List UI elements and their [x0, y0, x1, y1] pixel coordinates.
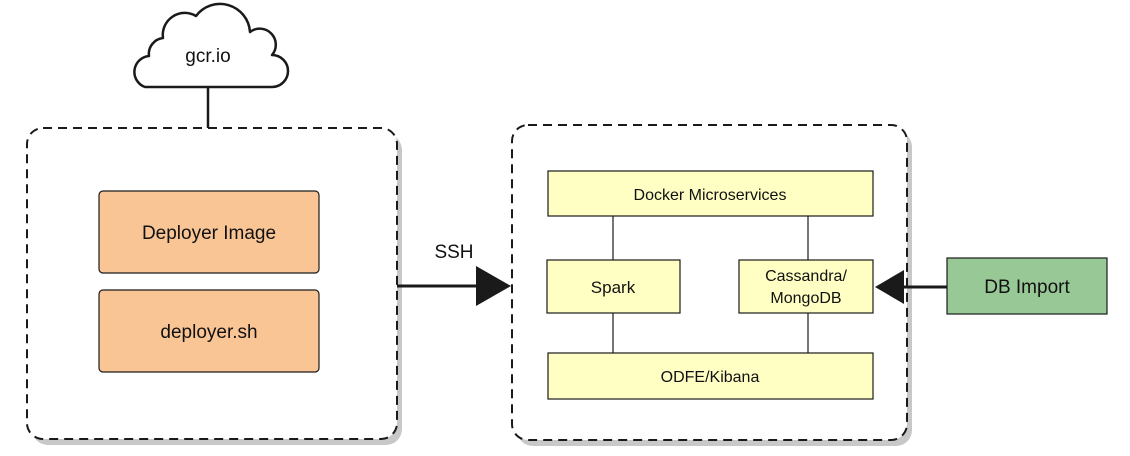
odfe-kibana-box: ODFE/Kibana [547, 352, 874, 400]
db-import-arrowhead-icon [875, 270, 904, 304]
storage-box: Cassandra/ MongoDB [738, 259, 874, 314]
spark-box: Spark [546, 259, 681, 314]
docker-microservices-label: Docker Microservices [634, 187, 787, 204]
cloud-node: gcr.io [133, 2, 290, 89]
db-import-label: DB Import [984, 277, 1070, 298]
db-import-connection [875, 270, 947, 304]
cloud-icon [133, 2, 290, 89]
deployer-script-label: deployer.sh [160, 322, 257, 343]
deployer-image-label: Deployer Image [142, 223, 276, 244]
ssh-connection: SSH [397, 242, 511, 306]
docker-microservices-box: Docker Microservices [547, 170, 874, 217]
odfe-kibana-label: ODFE/Kibana [661, 369, 760, 386]
db-import-box: DB Import [946, 257, 1108, 315]
ssh-arrowhead-icon [476, 266, 511, 306]
deployer-script-box: deployer.sh [98, 289, 320, 373]
left-host-frame [26, 127, 398, 440]
left-host: Deployer Image deployer.sh [26, 127, 402, 445]
deployer-image-box: Deployer Image [98, 190, 320, 274]
storage-label-line2: MongoDB [770, 290, 841, 307]
ssh-label: SSH [434, 242, 473, 263]
spark-label: Spark [591, 278, 636, 297]
cloud-label: gcr.io [185, 46, 230, 67]
storage-label-line1: Cassandra/ [765, 268, 847, 285]
right-host: Docker Microservices Spark Cassandra/ Mo… [511, 124, 912, 446]
